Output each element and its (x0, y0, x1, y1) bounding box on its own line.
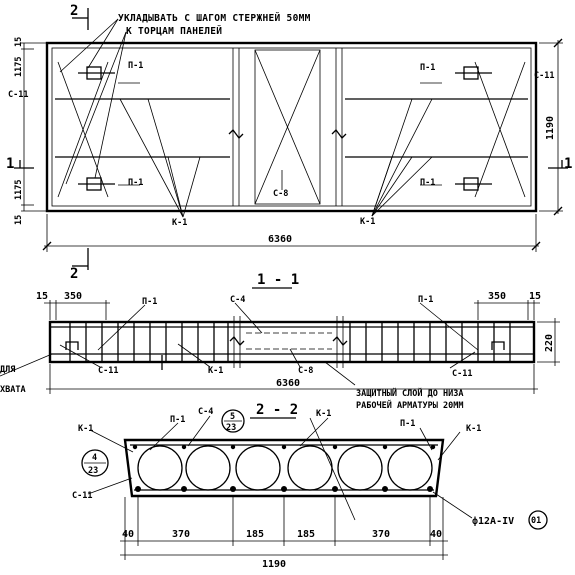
dim-sec-15-right: 15 (529, 291, 541, 302)
dim-sec-350-left: 350 (64, 291, 82, 302)
section-2-2: 2 - 2 (72, 402, 548, 570)
lifting-loop-section (65, 341, 79, 350)
dim-cs-185-a: 185 (246, 529, 264, 540)
label-k1: К-1 (316, 409, 331, 419)
plan-outline (45, 41, 538, 213)
dim-plan-height: 1190 (545, 116, 556, 140)
label-s11: С-11 (98, 366, 118, 376)
dim-plan-total: 6360 (268, 234, 292, 245)
ref-circle-5-23 (221, 409, 245, 433)
label-p1: П-1 (418, 295, 433, 305)
section-body (48, 320, 536, 364)
ref-circle-4-23 (81, 449, 109, 477)
rebar-id: 01 (531, 516, 541, 526)
dim-cs-185-b: 185 (297, 529, 315, 540)
dim-cs-total: 1190 (262, 559, 286, 570)
stirrups-left (69, 322, 229, 362)
label-s4: С-4 (198, 407, 213, 417)
rebar-spec: ф12А-IV (472, 515, 514, 527)
label-s11: С-11 (8, 90, 28, 100)
label-s4: С-4 (230, 295, 245, 305)
label-p1: П-1 (400, 419, 415, 429)
label-s8: С-8 (298, 366, 313, 376)
section-mark-2: 2 (70, 3, 78, 19)
label-k1: К-1 (208, 366, 223, 376)
cover-note-1: ЗАЩИТНЫЙ СЛОЙ ДО НИЗА (356, 387, 463, 399)
plan-view: УКЛАДЫВАТЬ С ШАГОМ СТЕРЖНЕЙ 50ММ К ТОРЦА… (6, 3, 572, 282)
dim-left-15: 15 (14, 215, 24, 225)
label-k1: К-1 (172, 218, 187, 228)
section-mark-2: 2 (70, 266, 78, 282)
hollow-cores (137, 445, 433, 491)
label-p1: П-1 (128, 61, 143, 71)
section-mark-1: 1 (6, 156, 14, 172)
section-title-1-1: 1 - 1 (257, 272, 299, 288)
rebar-id-circle (528, 510, 548, 530)
label-k1: К-1 (466, 424, 481, 434)
dim-cs-370-right: 370 (372, 529, 390, 540)
dim-cs-370-left: 370 (172, 529, 190, 540)
left-partial-1: ДЛЯ (0, 365, 15, 375)
section-title-2-2: 2 - 2 (256, 402, 298, 418)
ref-4: 4 (92, 453, 97, 463)
label-p1: П-1 (420, 63, 435, 73)
dim-left-1175: 1175 (14, 57, 24, 77)
dim-sec-total: 6360 (276, 378, 300, 389)
dim-sec-height: 220 (544, 334, 555, 352)
dim-left-1175: 1175 (14, 180, 24, 200)
label-s11: С-11 (72, 491, 92, 501)
note-line-1: УКЛАДЫВАТЬ С ШАГОМ СТЕРЖНЕЙ 50ММ (118, 12, 311, 24)
label-p1: П-1 (142, 297, 157, 307)
dim-sec-15-left: 15 (36, 291, 48, 302)
note-line-2: К ТОРЦАМ ПАНЕЛЕЙ (126, 25, 222, 37)
label-p1: П-1 (128, 178, 143, 188)
label-p1: П-1 (420, 178, 435, 188)
stirrups-right (349, 322, 511, 362)
label-k1: К-1 (78, 424, 93, 434)
left-partial-2: ХВАТА (0, 385, 26, 395)
dim-cs-40-right: 40 (430, 529, 442, 540)
label-s11: С-11 (534, 71, 554, 81)
section-1-1: 1 - 1 (0, 272, 560, 411)
label-p1: П-1 (170, 415, 185, 425)
ref-5: 5 (230, 412, 235, 422)
bottom-rebar-dots (135, 486, 433, 492)
plan-inner-outline (51, 47, 532, 207)
ref-23: 23 (226, 423, 236, 433)
ref-23: 23 (88, 466, 98, 476)
dim-left-15: 15 (14, 37, 24, 47)
lifting-loop-section (491, 341, 505, 350)
label-k1: К-1 (360, 217, 375, 227)
label-s11: С-11 (452, 369, 472, 379)
top-rebar-dots (132, 444, 436, 450)
cover-note-2: РАБОЧЕЙ АРМАТУРЫ 20ММ (356, 399, 463, 411)
dim-sec-350-right: 350 (488, 291, 506, 302)
section-mark-1: 1 (564, 156, 572, 172)
dim-cs-40-left: 40 (122, 529, 134, 540)
cross-section-body (123, 438, 445, 498)
label-s8: С-8 (273, 189, 288, 199)
